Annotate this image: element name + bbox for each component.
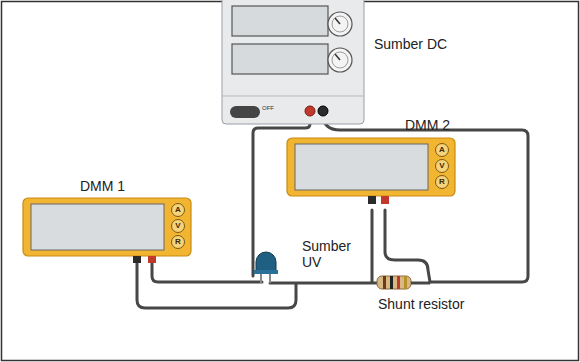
button-letter: R: [436, 177, 448, 187]
device-label: DMM 2: [405, 117, 475, 133]
button-letter: R: [172, 237, 184, 247]
uv-led-symbol: [254, 252, 278, 283]
multimeter-2: [287, 138, 455, 204]
device-label: Sumber DC: [374, 36, 484, 52]
switch-text: OFF: [262, 105, 284, 112]
component-label: Shunt resistor: [378, 296, 498, 312]
component-label: Sumber UV: [302, 238, 364, 270]
button-letter: A: [172, 205, 184, 215]
dc-power-supply: [222, 0, 364, 124]
multimeter-1: [23, 198, 191, 263]
wires: [137, 114, 528, 308]
device-label: DMM 1: [80, 178, 150, 194]
button-letter: V: [436, 161, 448, 171]
resistor-symbol: [377, 276, 430, 289]
button-letter: A: [436, 145, 448, 155]
button-letter: V: [172, 221, 184, 231]
